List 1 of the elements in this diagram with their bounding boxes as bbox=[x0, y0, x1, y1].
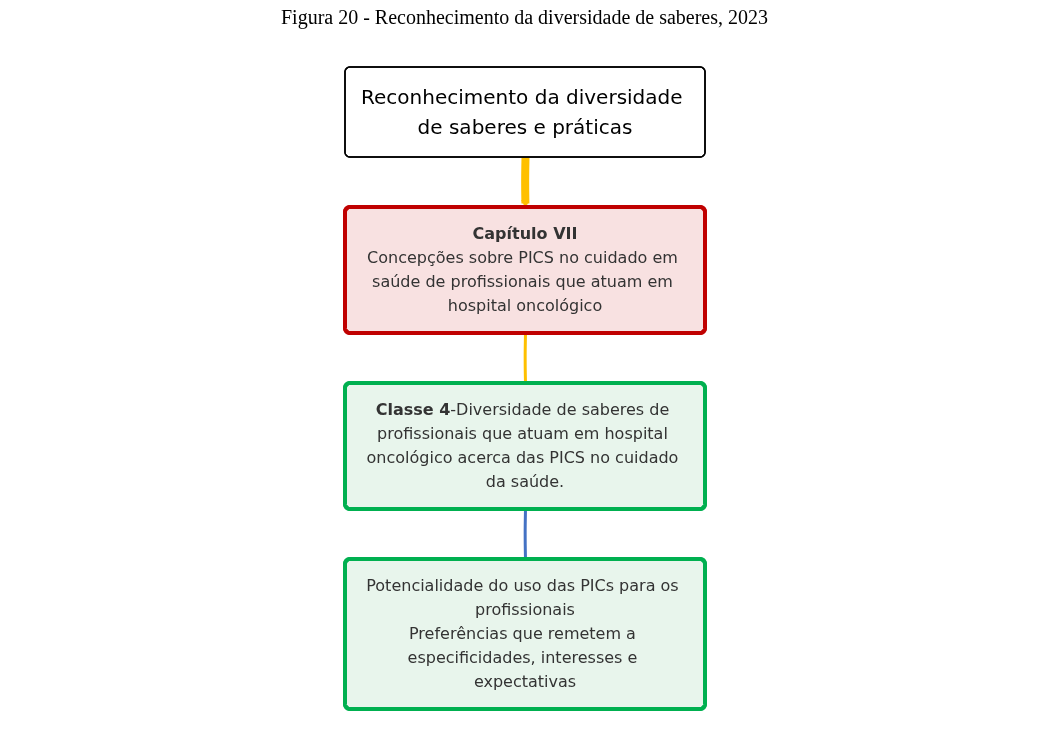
figure-title: Figura 20 - Reconhecimento da diversidade de saberes, 2023 bbox=[279, 6, 770, 29]
